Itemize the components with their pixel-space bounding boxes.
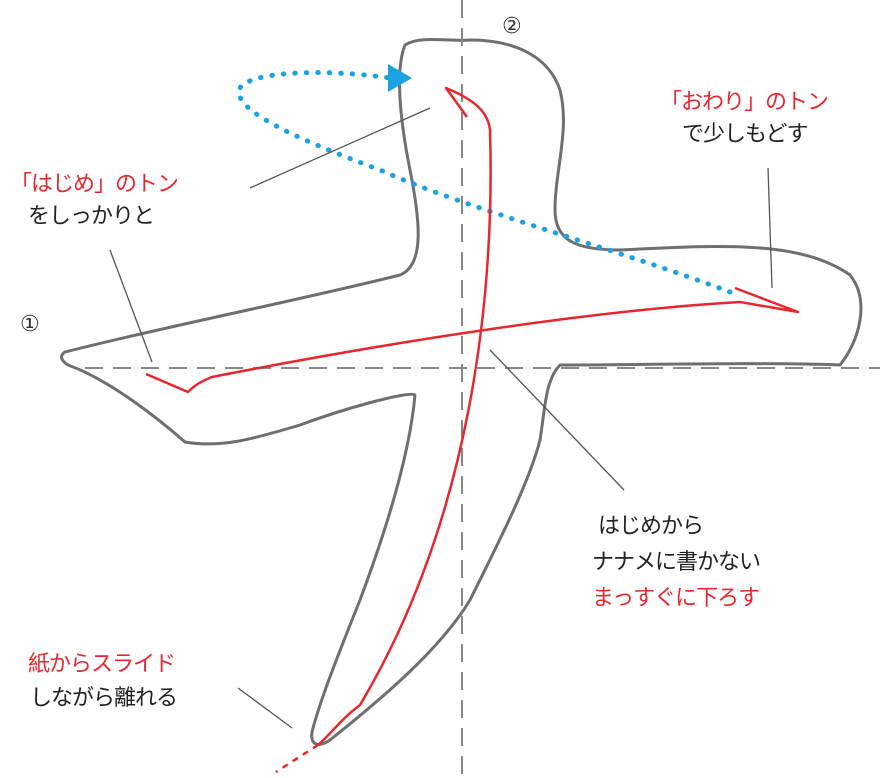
leader-end (768, 168, 772, 288)
vertical-note-line1: はじめから (598, 512, 703, 542)
step-marker-2: ② (502, 14, 522, 39)
end-ton-label: 「おわり」のトン (660, 88, 828, 118)
leader-release (238, 688, 292, 728)
vertical-note-line3: まっすぐに下ろす (592, 584, 759, 614)
horizontal-stroke-path (146, 288, 798, 392)
release-dash (276, 745, 318, 772)
vertical-stroke-path (318, 88, 491, 745)
release-note: しながら離れる (30, 684, 177, 714)
start-ton-label: 「はじめ」のトン (10, 170, 178, 200)
vertical-note-line2: ナナメに書かない (592, 548, 760, 578)
leader-start (110, 250, 152, 362)
leader-top (250, 108, 430, 188)
end-ton-note: で少しもどす (682, 120, 808, 150)
movement-arrow (239, 73, 730, 292)
start-ton-note: をしっかりと (28, 202, 154, 232)
release-label: 紙からスライド (28, 650, 175, 680)
step-marker-1: ① (20, 312, 40, 337)
